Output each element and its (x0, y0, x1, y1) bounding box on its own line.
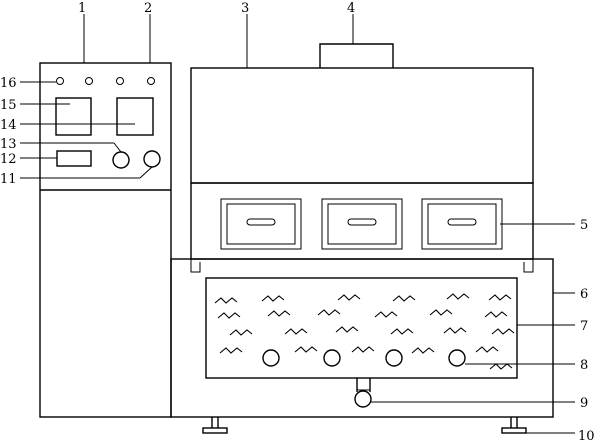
liquid-waves (214, 293, 515, 370)
panel-bracket-left (190, 259, 201, 273)
wave-mark (429, 309, 453, 316)
label-4: 4 (347, 1, 355, 16)
indicator-light-3 (116, 77, 124, 85)
wave-mark (446, 293, 470, 300)
heating-tube-1 (262, 349, 280, 367)
wave-mark (475, 346, 499, 353)
wave-mark (351, 346, 375, 353)
label-10: 10 (578, 429, 595, 444)
heating-tube-2 (323, 349, 341, 367)
wave-mark (489, 363, 513, 370)
label-5: 5 (580, 218, 588, 233)
label-6: 6 (580, 287, 588, 302)
display-screen-right (116, 97, 154, 136)
wave-mark (488, 294, 512, 301)
label-14: 14 (0, 118, 17, 133)
label-13: 13 (0, 137, 17, 152)
label-11: 11 (0, 172, 17, 187)
wave-mark (443, 327, 467, 334)
display-screen-left (55, 97, 92, 136)
wave-mark (411, 347, 435, 354)
drawer-panel (190, 182, 534, 260)
wave-mark (261, 295, 285, 302)
wave-mark (219, 347, 243, 354)
label-7: 7 (580, 319, 588, 334)
label-8: 8 (580, 358, 588, 373)
foot-left (202, 417, 228, 434)
wave-mark (294, 346, 318, 353)
wave-mark (484, 311, 508, 318)
control-knob-left (112, 151, 130, 169)
drain-valve (354, 378, 372, 408)
label-2: 2 (144, 1, 152, 16)
wave-mark (284, 328, 308, 335)
wave-mark (229, 329, 253, 336)
wave-mark (317, 309, 341, 316)
label-9: 9 (580, 396, 588, 411)
control-knob-right (143, 150, 161, 168)
heating-tube-3 (385, 349, 403, 367)
heating-tube-4 (448, 349, 466, 367)
wave-mark (217, 312, 241, 319)
indicator-light-1 (56, 77, 64, 85)
drawer-1 (220, 198, 302, 250)
drawer-2 (321, 198, 403, 250)
wave-mark (491, 328, 515, 335)
control-cabinet (39, 62, 172, 418)
wave-mark (214, 297, 238, 304)
label-1: 1 (78, 1, 86, 16)
upper-hood (190, 67, 534, 184)
label-3: 3 (241, 1, 249, 16)
foot-right (501, 417, 527, 434)
label-15: 15 (0, 98, 17, 113)
wave-mark (374, 311, 398, 318)
wave-mark (335, 326, 359, 333)
machine-base (170, 258, 554, 418)
leader-lines (20, 14, 575, 434)
indicator-light-2 (85, 77, 93, 85)
drawer-3 (421, 198, 503, 250)
top-handle (319, 43, 394, 68)
wave-mark (337, 294, 361, 301)
label-16: 16 (0, 76, 17, 91)
wave-mark (390, 328, 414, 335)
power-switch (56, 150, 92, 167)
panel-bracket-right (523, 259, 534, 273)
label-12: 12 (0, 152, 17, 167)
indicator-light-4 (147, 77, 155, 85)
wave-mark (267, 310, 291, 317)
liquid-tank (205, 277, 518, 379)
wave-mark (392, 295, 416, 302)
